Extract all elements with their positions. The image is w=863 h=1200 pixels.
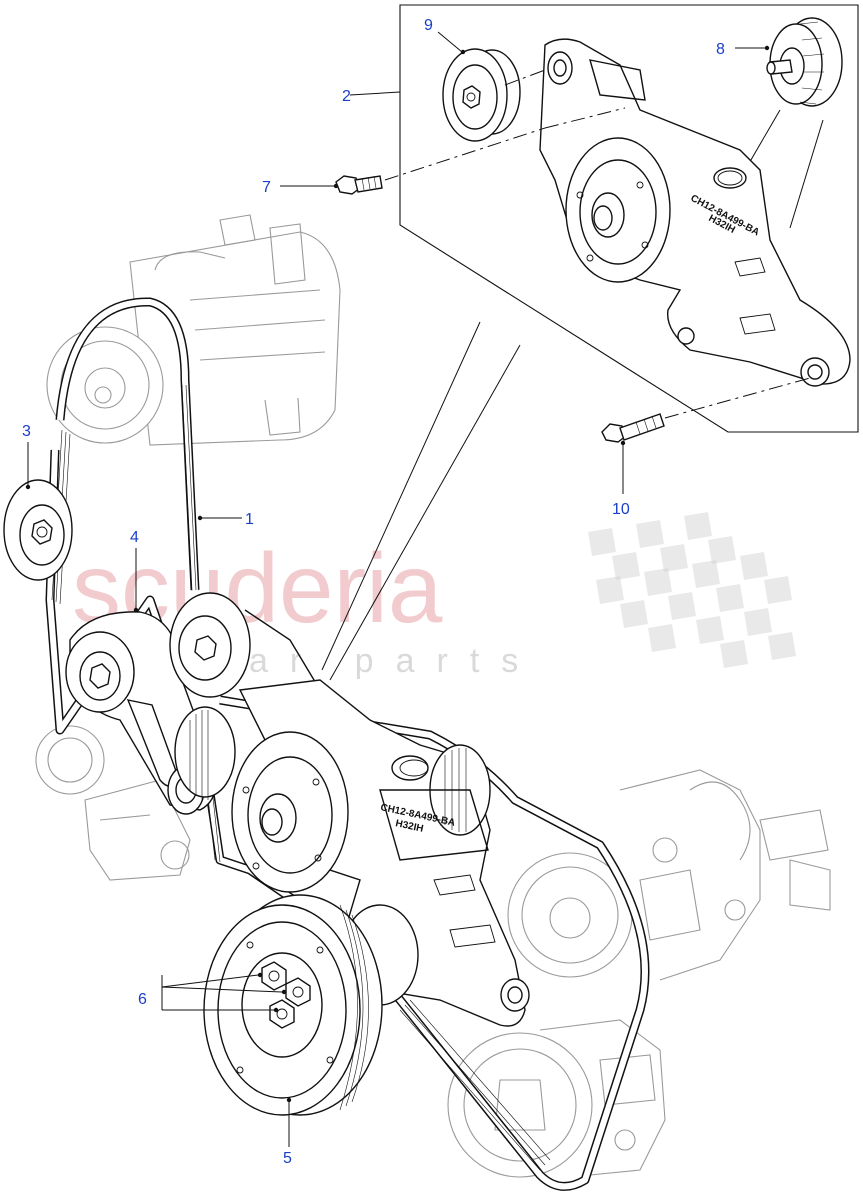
callout-6: 6	[138, 991, 147, 1008]
callouts: 1 2 3 4 5 6 7 8 9 10	[22, 17, 725, 1167]
leader-lines	[25, 31, 770, 1147]
callout-9: 9	[424, 17, 433, 34]
power-steering-pump-ghost	[447, 1019, 666, 1178]
callout-8: 8	[716, 41, 725, 58]
crankshaft-pulley-5	[203, 894, 383, 1116]
crank-pulley-bolts-6	[261, 961, 311, 1029]
tensioner-pulley-8	[766, 17, 843, 107]
callout-7: 7	[262, 179, 271, 196]
idler-pulley-3	[3, 479, 73, 581]
accessory-bracket-lower: CH12-8A499-BA H32IH	[231, 679, 530, 1027]
callout-10: 10	[612, 501, 630, 518]
water-pump-housing-ghost	[507, 769, 831, 981]
callout-5: 5	[283, 1150, 292, 1167]
idler-pulley-upper	[169, 592, 321, 701]
bolt-7	[335, 107, 626, 195]
watermark-checker-flag	[588, 512, 796, 668]
inset-box	[321, 4, 859, 681]
bolt-10	[601, 377, 811, 443]
callout-1: 1	[245, 511, 254, 528]
alternator-ghost	[35, 725, 191, 881]
callout-4: 4	[130, 529, 139, 546]
callout-2: 2	[342, 88, 351, 105]
idler-pulley-9	[442, 48, 546, 142]
tensioner-bracket-assembly-2: CH12-8A499-BA H32IH	[539, 38, 851, 387]
watermark-sub-text: car parts	[210, 642, 540, 680]
callout-3: 3	[22, 423, 31, 440]
